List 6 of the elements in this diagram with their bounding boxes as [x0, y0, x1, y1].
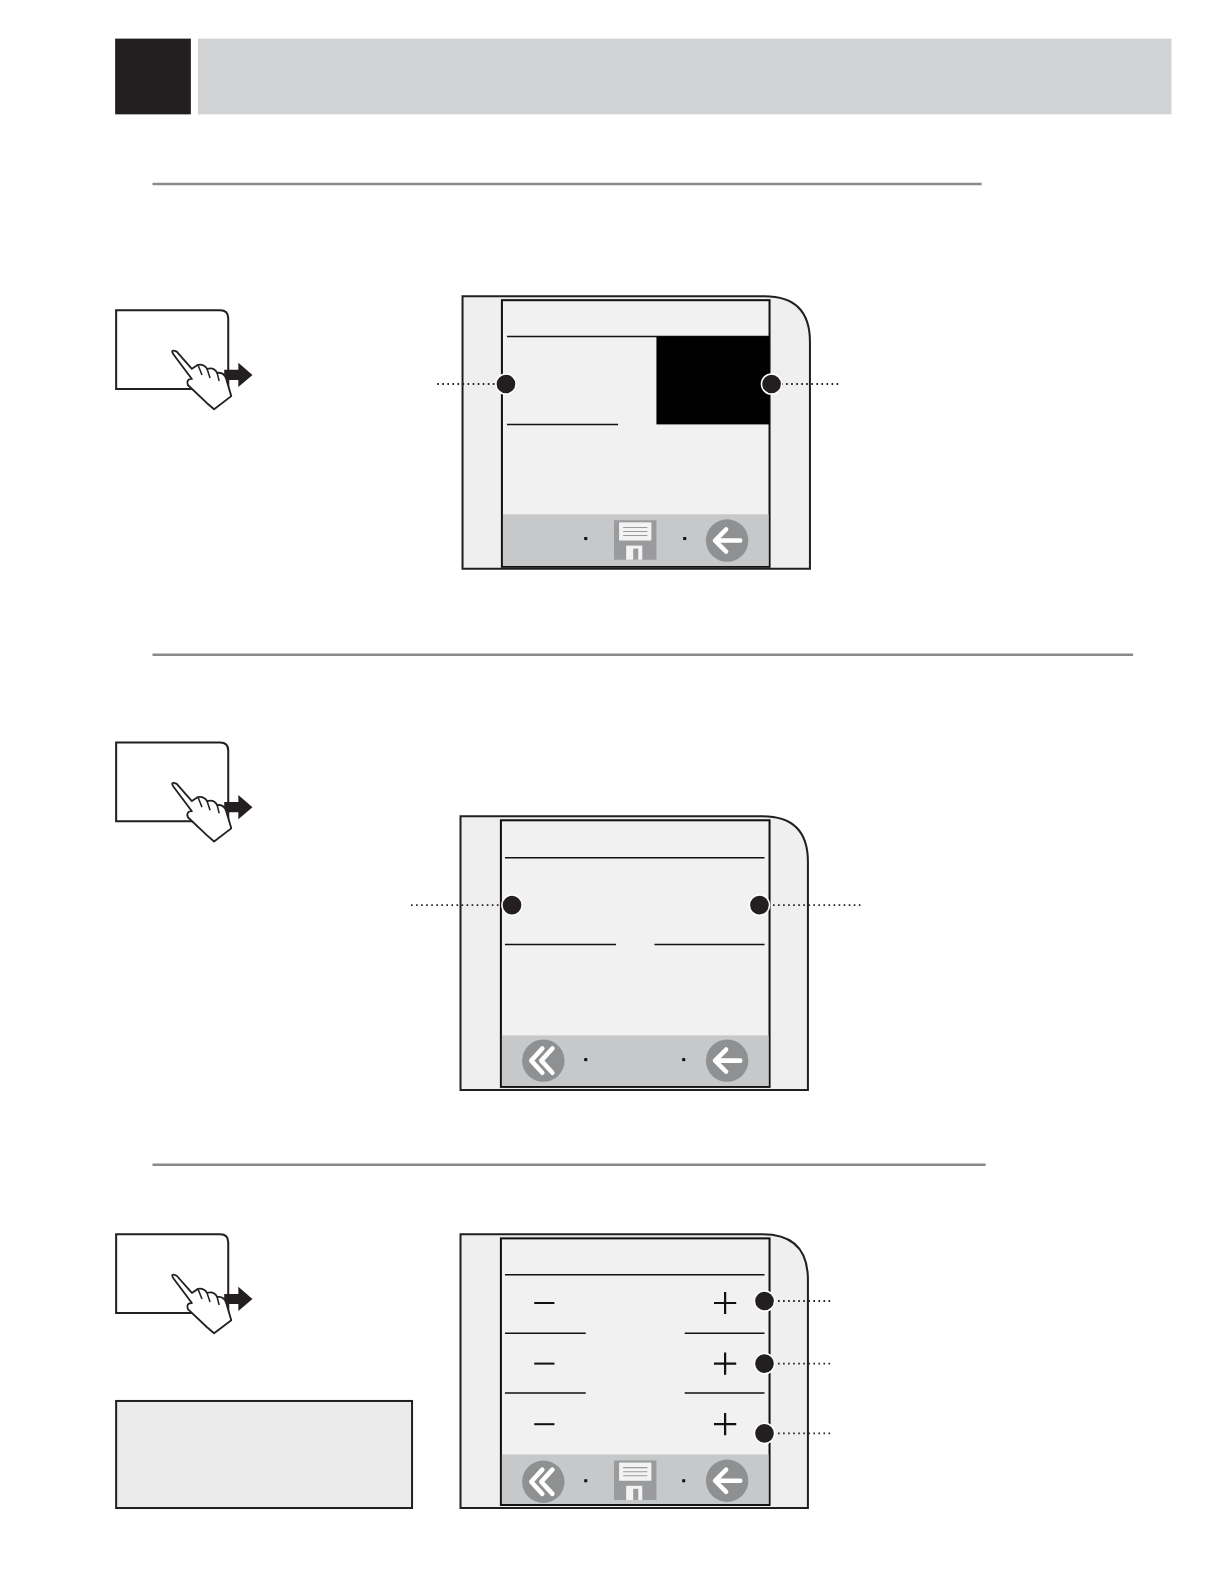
section-number-block	[115, 38, 191, 115]
callout-dot	[753, 1290, 776, 1312]
callout-dot	[501, 894, 523, 916]
note-box	[115, 1399, 414, 1510]
callout-dot	[495, 373, 517, 395]
callout-dot	[760, 373, 783, 395]
